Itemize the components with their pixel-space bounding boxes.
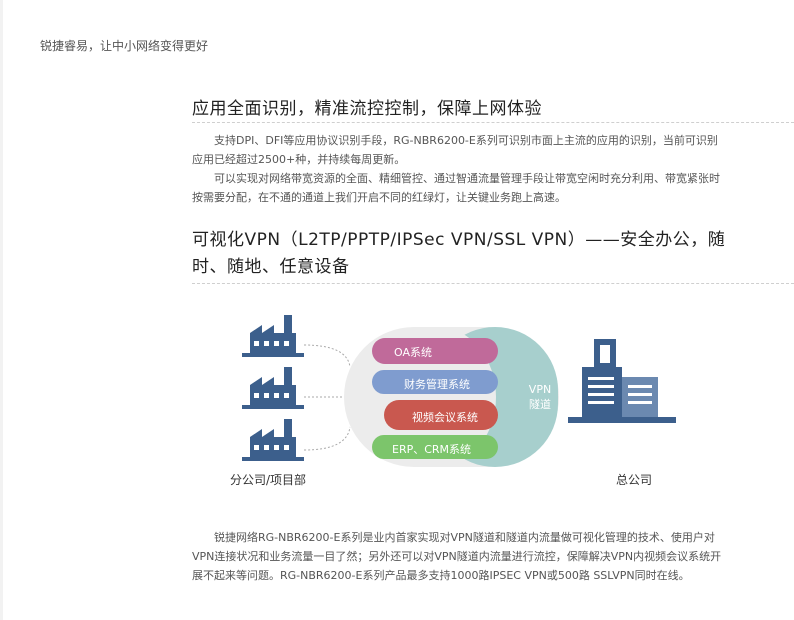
tagline: 锐捷睿易，让中小网络变得更好: [40, 39, 209, 53]
branch-caption: 分公司/项目部: [230, 473, 307, 487]
pill-label: 财务管理系统: [404, 378, 470, 391]
divider: [192, 122, 794, 123]
pill-erp: [372, 435, 498, 459]
pill-label: OA系统: [394, 346, 432, 359]
pill-label: ERP、CRM系统: [392, 443, 472, 456]
vpn-tunnel-label: VPN隧道: [528, 383, 552, 411]
vpn-diagram-graphic: [242, 315, 676, 467]
section2-title: 可视化VPN（L2TP/PPTP/IPSec VPN/SSL VPN）——安全办…: [192, 230, 726, 277]
pill-finance: [372, 370, 498, 394]
section1-title: 应用全面识别，精准流控控制，保障上网体验: [192, 99, 542, 119]
branch-building-icon: [242, 419, 304, 461]
section1-paragraph-1: 支持DPI、DFI等应用协议识别手段，RG-NBR6200-E系列可识别市面上主…: [192, 134, 718, 166]
pill-oa: [372, 338, 498, 364]
branch-building-icon: [242, 367, 304, 409]
branch-building-icon: [242, 315, 304, 357]
pill-label: 视频会议系统: [412, 411, 478, 424]
vpn-diagram: OA系统 财务管理系统 视频会议系统 ERP、CRM系统 VPN隧道 分公司/项…: [230, 305, 692, 495]
connection-line: [303, 344, 351, 368]
divider: [192, 283, 794, 284]
connection-line: [303, 426, 351, 451]
hq-caption: 总公司: [616, 473, 653, 487]
left-edge-bar: [0, 0, 3, 620]
hq-building-icon: [568, 339, 676, 423]
section2-paragraph: 锐捷网络RG-NBR6200-E系列是业内首家实现对VPN隧道和隧道内流量做可视…: [192, 531, 722, 582]
section1-paragraph-2: 可以实现对网络带宽资源的全面、精细管控、通过智通流量管理手段让带宽空闲时充分利用…: [192, 172, 720, 204]
pill-video: [384, 400, 498, 430]
